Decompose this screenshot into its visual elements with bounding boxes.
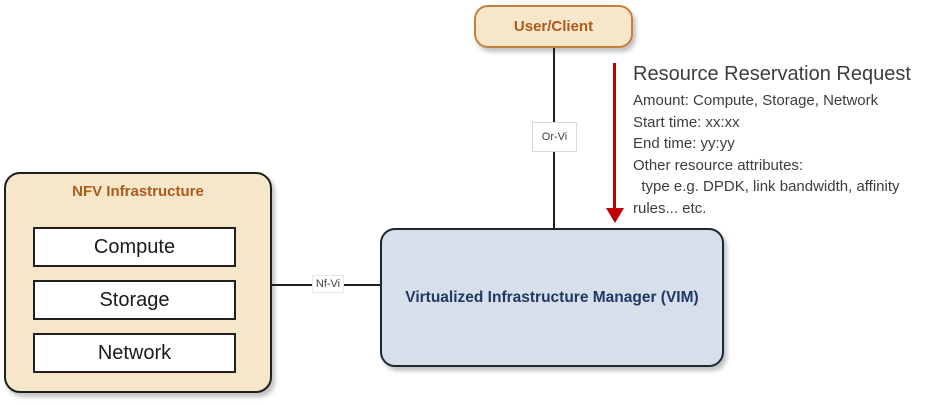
nfv-infrastructure-node: NFV Infrastructure Compute Storage Netwo…	[4, 172, 272, 393]
or-vi-interface-label: Or-Vi	[532, 122, 577, 152]
annotation-line-start-time: Start time: xx:xx	[633, 113, 740, 131]
nf-vi-interface-label: Nf-Vi	[312, 275, 344, 293]
request-arrow-head-icon	[606, 208, 624, 223]
network-resource-box: Network	[33, 333, 236, 373]
request-arrow-shaft	[613, 63, 616, 209]
annotation-line-type-examples: type e.g. DPDK, link bandwidth, affinity	[633, 178, 900, 195]
annotation-line-end-time: End time: yy:yy	[633, 135, 735, 152]
vim-node: Virtualized Infrastructure Manager (VIM)	[380, 228, 724, 367]
user-client-node: User/Client	[474, 5, 633, 48]
storage-resource-box: Storage	[33, 280, 236, 320]
user-client-label: User/Client	[513, 18, 594, 35]
annotation-title: Resource Reservation Request	[633, 63, 911, 85]
resource-reservation-annotation: Resource Reservation Request Amount: Com…	[633, 61, 938, 219]
compute-resource-box: Compute	[33, 227, 236, 267]
nfv-infrastructure-title: NFV Infrastructure	[72, 183, 204, 200]
annotation-line-amount: Amount: Compute, Storage, Network	[633, 92, 879, 109]
annotation-line-other-attributes: Other resource attributes:	[633, 156, 804, 174]
annotation-line-rules-etc: rules... etc.	[633, 199, 707, 217]
vim-label: Virtualized Infrastructure Manager (VIM)	[405, 288, 699, 306]
